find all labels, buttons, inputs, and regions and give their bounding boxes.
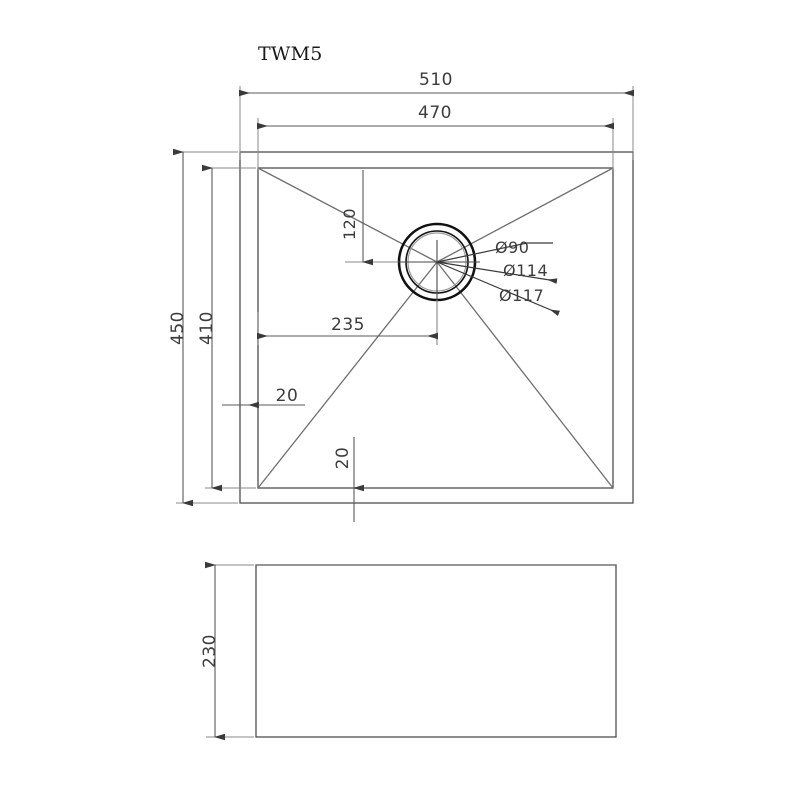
dim-overall-depth-450: 450	[168, 148, 238, 507]
dim-overall-width-510: 510	[239, 70, 634, 160]
dim-drain-from-top-120: 120	[340, 170, 398, 266]
label-diameter-117: Ø117	[499, 286, 544, 305]
dim-elevation-height-230: 230	[200, 561, 254, 741]
dim-drain-from-left-235: 235	[257, 300, 438, 345]
drawing-title: TWM5	[258, 43, 323, 65]
dim-label-410: 410	[197, 311, 217, 345]
dim-rim-left-20: 20	[222, 386, 305, 409]
label-diameter-114: Ø114	[503, 261, 548, 280]
dim-label-235: 235	[331, 315, 365, 335]
dim-bowl-depth-410: 410	[197, 164, 256, 492]
side-elevation-outline	[255, 564, 617, 738]
dim-label-470: 470	[418, 103, 452, 123]
dim-label-rim-left-20: 20	[276, 386, 299, 406]
label-diameter-90: Ø90	[495, 238, 529, 257]
dim-label-450: 450	[168, 311, 188, 345]
leader-diameter-90: Ø90	[436, 238, 553, 263]
dim-label-rim-bottom-20: 20	[333, 447, 353, 470]
dim-label-120: 120	[340, 208, 359, 240]
dim-label-510: 510	[419, 70, 453, 90]
leader-diameter-117: Ø117	[436, 261, 561, 316]
dim-rim-bottom-20: 20	[333, 437, 364, 522]
dim-label-230: 230	[200, 634, 220, 668]
dim-bowl-width-470: 470	[257, 103, 614, 170]
plan-bowl-slope-lines	[257, 167, 614, 489]
leader-diameter-114: Ø114	[436, 261, 558, 284]
